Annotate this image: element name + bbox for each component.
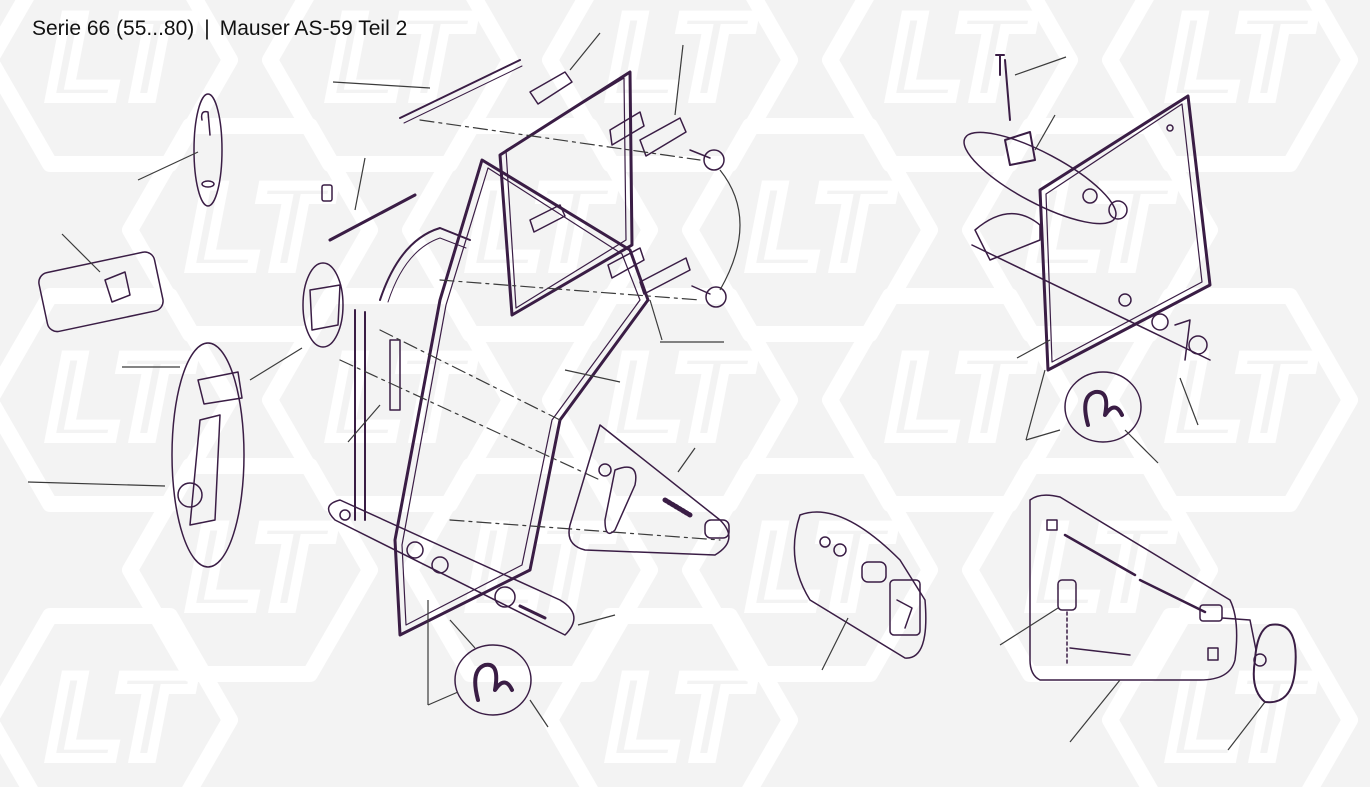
- door-frame-icon: [321, 59, 650, 637]
- leader-lines: [27, 32, 1266, 751]
- model-label: Mauser AS-59 Teil 2: [219, 17, 408, 40]
- hinge-icon: [38, 93, 344, 568]
- hinge-icon: [529, 71, 691, 295]
- lock-cylinder-icon: [793, 511, 927, 659]
- door-handle-icon: [568, 424, 730, 556]
- page-title: Serie 66 (55...80) | Mauser AS-59 Teil 2: [32, 17, 407, 41]
- side-mirror-icon: [1029, 494, 1297, 704]
- door-glass-icon: [963, 54, 1212, 372]
- rubber-seal-profile-icon: [1064, 371, 1142, 443]
- rubber-seal-profile-icon: [454, 644, 532, 716]
- series-label: Serie 66 (55...80): [32, 17, 195, 40]
- title-separator: |: [204, 17, 210, 40]
- washer-icon: [327, 499, 575, 636]
- screw-icon: [689, 149, 727, 308]
